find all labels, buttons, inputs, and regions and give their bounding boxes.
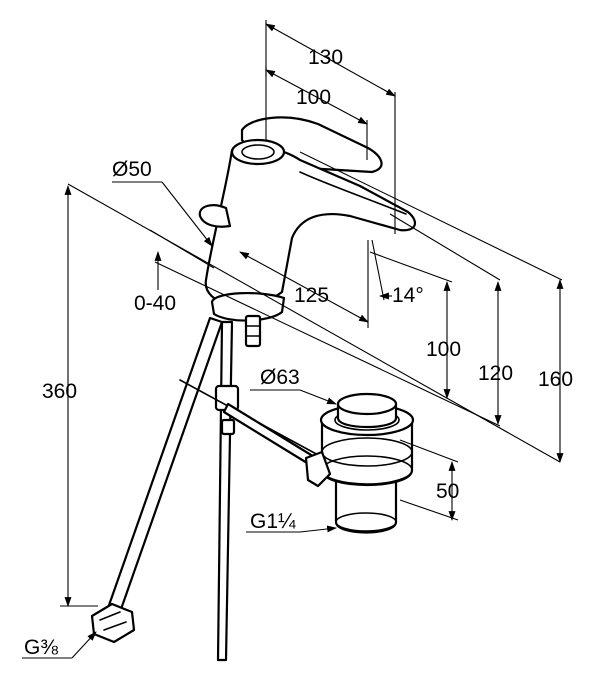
dim-height-middle: 120 xyxy=(478,362,513,385)
dim-diameter-body: Ø50 xyxy=(112,158,152,181)
flexible-hose xyxy=(90,316,224,644)
spout-top xyxy=(299,171,407,215)
dim-hose-length: 360 xyxy=(42,380,77,403)
dim-height-spout: 100 xyxy=(426,338,461,361)
side-pin xyxy=(198,204,232,228)
popup-rod xyxy=(179,320,321,662)
dim-spout-reach: 125 xyxy=(294,284,329,307)
base-stud xyxy=(244,314,262,348)
waste-assembly xyxy=(304,392,415,534)
dim-spout-angle: 14° xyxy=(392,284,424,307)
hose-nut xyxy=(90,602,136,644)
dim-width-overall: 130 xyxy=(308,46,343,69)
faucet-body xyxy=(204,145,417,307)
dimension-lines xyxy=(22,20,564,659)
faucet-body-group xyxy=(198,116,417,348)
dim-waste-diameter: Ø63 xyxy=(260,366,300,389)
waste-side-link xyxy=(304,450,332,488)
dim-waste-thread: G1¼ xyxy=(250,510,296,533)
dim-waste-height: 50 xyxy=(436,480,459,503)
top-cap-inner xyxy=(241,144,275,160)
dim-height-total: 160 xyxy=(538,368,573,391)
top-cap xyxy=(230,138,286,166)
dim-hose-thread: G⅜ xyxy=(24,636,58,659)
dimension-labels: 130 100 Ø50 125 14° 0-40 100 120 160 360… xyxy=(24,46,573,659)
dim-width-body: 100 xyxy=(296,86,331,109)
dim-lever-range: 0-40 xyxy=(134,292,176,315)
